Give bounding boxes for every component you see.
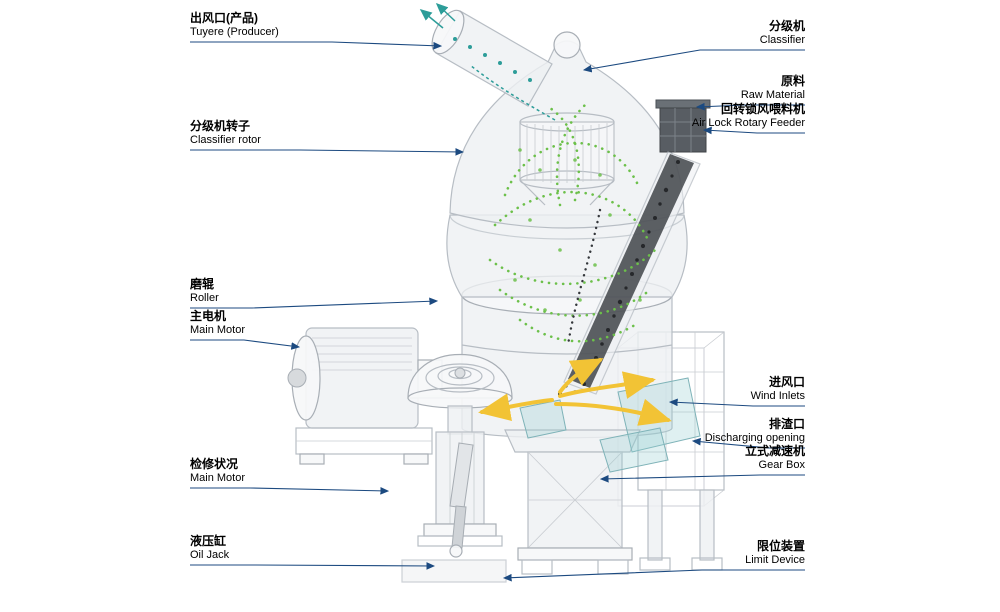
label-air-lock-rotary-feeder: 回转锁风喂料机 Air Lock Rotary Feeder bbox=[692, 102, 805, 130]
leader-main-motor bbox=[190, 339, 301, 350]
label-tuyere-zh: 出风口(产品) bbox=[190, 11, 258, 25]
label-wind-inlets-zh: 进风口 bbox=[768, 375, 805, 389]
label-limit-device: 限位装置 Limit Device bbox=[745, 539, 805, 567]
label-main-motor-en: Main Motor bbox=[190, 324, 246, 336]
label-main-motor-zh: 主电机 bbox=[190, 309, 227, 323]
label-main-motor: 主电机 Main Motor bbox=[190, 309, 245, 337]
leader-gear-box bbox=[599, 474, 805, 483]
label-maintenance-status: 检修状况 Main Motor bbox=[190, 457, 245, 485]
leader-maintenance-status bbox=[190, 486, 390, 495]
label-limit-device-zh: 限位装置 bbox=[756, 539, 805, 553]
label-wind-inlets-en: Wind Inlets bbox=[750, 390, 805, 402]
leader-air-lock-rotary-feeder bbox=[702, 126, 805, 135]
leader-discharging-opening bbox=[691, 437, 805, 449]
leader-classifier-rotor bbox=[190, 148, 465, 156]
label-discharging-opening-en: Discharging opening bbox=[704, 432, 805, 444]
label-gear-box: 立式减速机 Gear Box bbox=[745, 444, 805, 472]
label-oil-jack-en: Oil Jack bbox=[190, 549, 230, 561]
label-raw-material-zh: 原料 bbox=[780, 74, 805, 88]
leader-roller bbox=[190, 297, 439, 309]
leader-raw-material bbox=[695, 102, 805, 111]
label-oil-jack-zh: 液压缸 bbox=[190, 534, 227, 548]
label-discharging-opening-zh: 排渣口 bbox=[768, 417, 805, 431]
label-roller-en: Roller bbox=[190, 292, 219, 304]
label-gear-box-zh: 立式减速机 bbox=[744, 444, 805, 458]
label-discharging-opening: 排渣口 Discharging opening bbox=[705, 417, 805, 445]
green-dots bbox=[513, 148, 642, 312]
feed-chute bbox=[558, 151, 701, 396]
label-gear-box-en: Gear Box bbox=[758, 459, 805, 471]
leader-tuyere bbox=[190, 41, 443, 50]
leader-classifier bbox=[582, 49, 805, 73]
label-tuyere: 出风口(产品) Tuyere (Producer) bbox=[190, 11, 279, 39]
label-tuyere-en: Tuyere (Producer) bbox=[190, 26, 279, 38]
label-oil-jack: 液压缸 Oil Jack bbox=[190, 534, 229, 562]
leader-lines bbox=[190, 41, 805, 582]
label-roller-zh: 磨辊 bbox=[190, 277, 215, 291]
green-particle-flow bbox=[488, 103, 657, 343]
label-maintenance-status-zh: 检修状况 bbox=[190, 457, 239, 471]
outlet-flow bbox=[419, 2, 556, 121]
label-classifier: 分级机 Classifier bbox=[760, 19, 805, 47]
label-air-lock-rotary-feeder-en: Air Lock Rotary Feeder bbox=[691, 117, 805, 129]
yellow-airflow-arrows bbox=[478, 358, 672, 426]
label-classifier-rotor-zh: 分级机转子 bbox=[190, 119, 251, 133]
label-air-lock-rotary-feeder-zh: 回转锁风喂料机 bbox=[720, 102, 805, 116]
label-maintenance-status-en: Main Motor bbox=[190, 472, 246, 484]
hydraulic-cylinder bbox=[449, 442, 474, 558]
leader-limit-device bbox=[502, 569, 805, 582]
label-classifier-en: Classifier bbox=[759, 34, 805, 46]
label-raw-material-en: Raw Material bbox=[740, 89, 805, 101]
label-limit-device-en: Limit Device bbox=[745, 554, 805, 566]
leader-oil-jack bbox=[190, 562, 436, 570]
label-classifier-zh: 分级机 bbox=[768, 19, 805, 33]
leader-wind-inlets bbox=[668, 398, 805, 407]
label-raw-material: 原料 Raw Material bbox=[741, 74, 805, 102]
label-wind-inlets: 进风口 Wind Inlets bbox=[751, 375, 805, 403]
label-classifier-rotor-en: Classifier rotor bbox=[190, 134, 261, 146]
label-classifier-rotor: 分级机转子 Classifier rotor bbox=[190, 119, 261, 147]
label-roller: 磨辊 Roller bbox=[190, 277, 219, 305]
